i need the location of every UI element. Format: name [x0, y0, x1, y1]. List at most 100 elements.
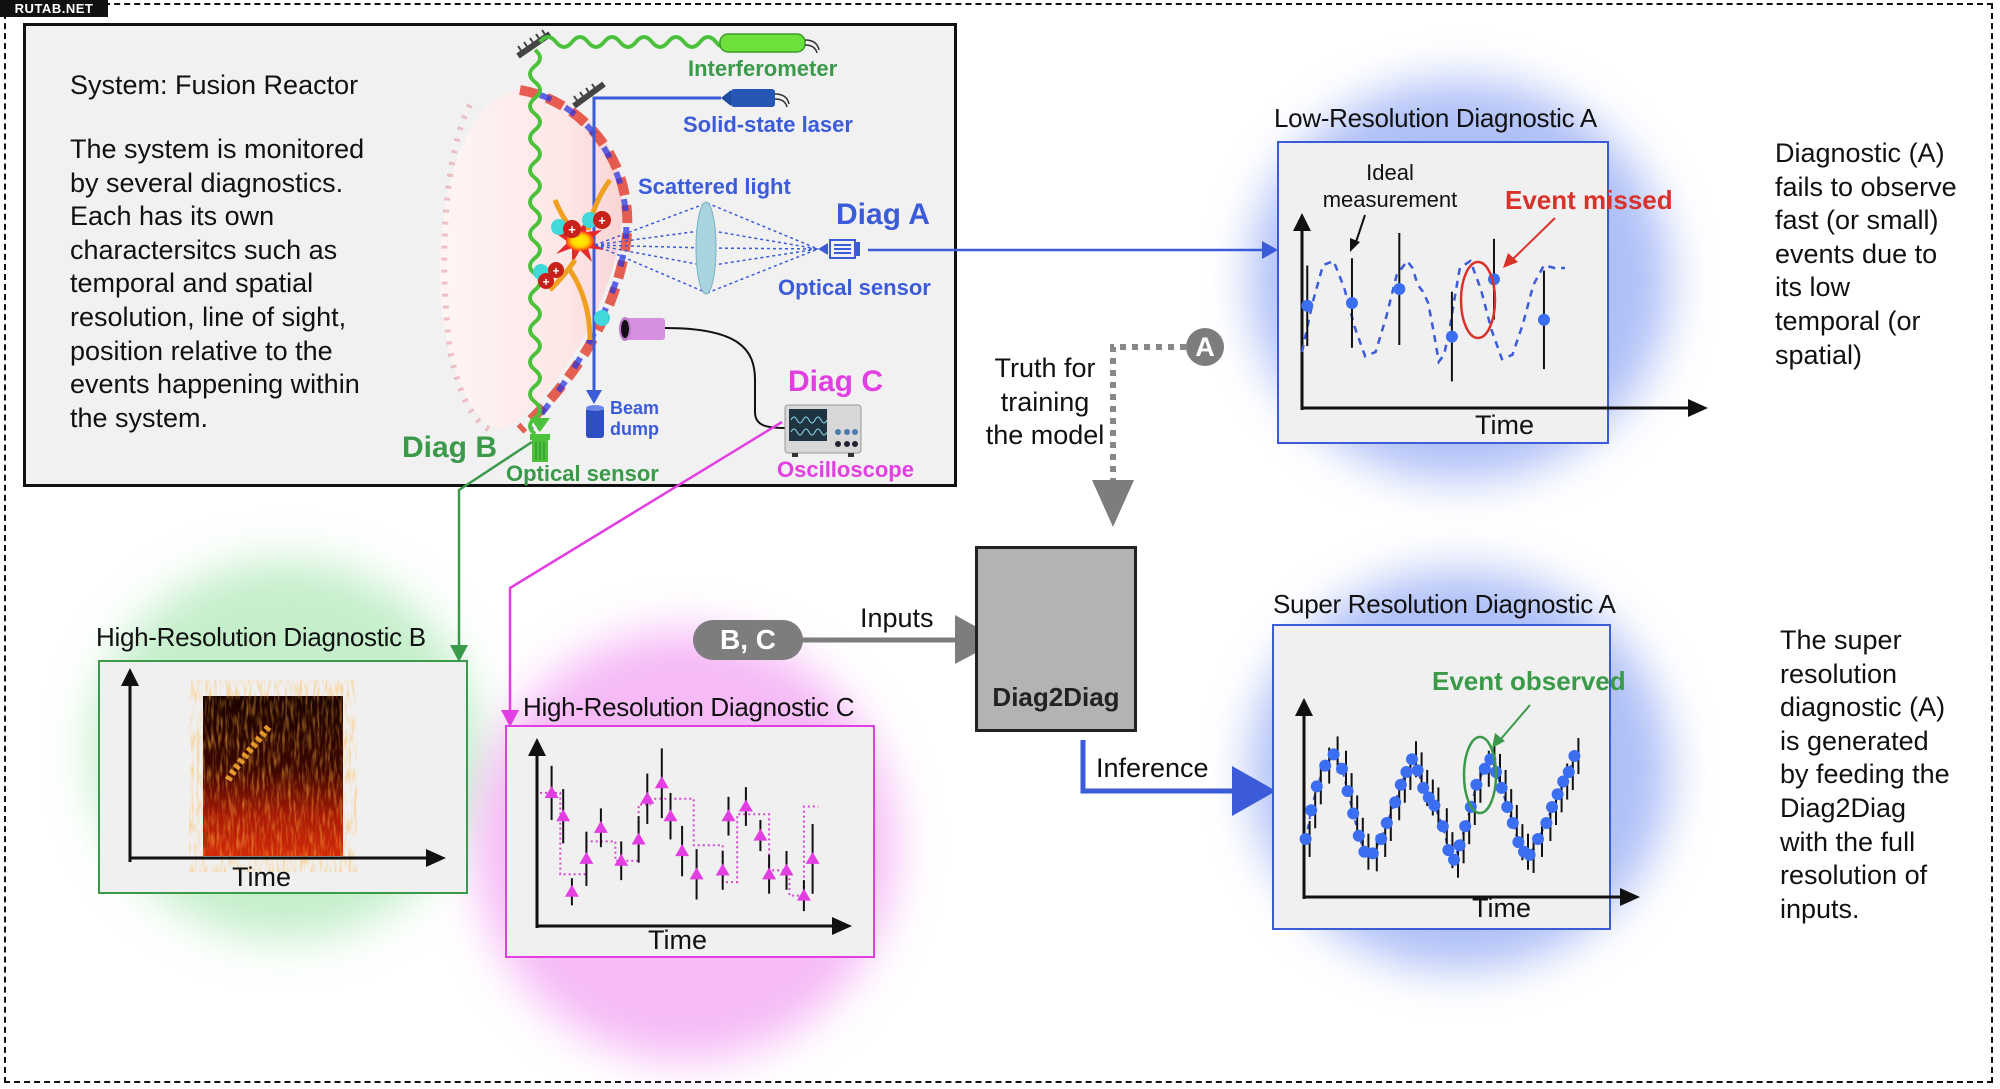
inference-arrow-line [1080, 740, 1232, 794]
laser-label: Solid-state laser [683, 112, 853, 137]
camera-icon [619, 317, 665, 341]
super-res-point [1501, 801, 1514, 814]
high-res-c-point [544, 785, 559, 798]
diag-b-label: Diag B [402, 431, 498, 464]
interferometer-device-icon [719, 33, 820, 54]
laser-beam [592, 96, 721, 395]
torus-stripes-left [441, 103, 497, 435]
event-missed-ellipse [1459, 260, 1497, 340]
low-res-point [1301, 299, 1314, 312]
inference-label: Inference [1096, 753, 1209, 783]
high-res-c-point [738, 799, 753, 812]
super-res-point [1478, 762, 1491, 775]
ideal-measurement-line [1300, 258, 1565, 365]
torus-edge-blue [527, 92, 630, 430]
ideal-arrow-line [1354, 214, 1366, 246]
high-res-c-xlabel: Time [648, 925, 707, 955]
low-res-point [1445, 330, 1458, 343]
high-res-c-point [593, 820, 608, 833]
high-res-c-point [675, 844, 690, 857]
diag-c-label: Diag C [788, 365, 884, 398]
beam-dump-label-line1: Beam [610, 398, 660, 418]
high-res-c-point [663, 809, 678, 822]
super-res-point [1470, 778, 1483, 791]
event-observed-arrow-line [1499, 704, 1531, 741]
high-res-c-point [640, 791, 655, 804]
super-res-point [1495, 781, 1508, 794]
system-title: System: Fusion Reactor [70, 70, 359, 100]
laser-device-icon [721, 89, 790, 108]
high-res-c-title: High-Resolution Diagnostic C [523, 692, 855, 722]
diag-a-label: Diag A [836, 198, 930, 231]
high-res-c-point [631, 832, 646, 845]
optical-sensor-a-icon [818, 239, 860, 259]
low-res-x-arrow [1688, 399, 1708, 417]
ideal-label-line1: Ideal [1366, 160, 1414, 185]
optical-sensor-b-icon [530, 434, 550, 462]
inputs-bc-badge: B, C [693, 620, 803, 660]
svg-text:+: + [542, 275, 549, 289]
beam-dump-label-line2: dump [610, 419, 659, 439]
high-res-c-point [654, 776, 669, 789]
super-res-side-text: The super resolution diagnostic (A) is g… [1780, 625, 1950, 924]
outer-dashed-frame [4, 3, 1993, 1083]
event-observed-arrowhead [1492, 733, 1505, 748]
super-res-point [1305, 804, 1318, 817]
high-res-c-point [779, 863, 794, 876]
optical-sensor-b-arrowhead [530, 418, 550, 432]
super-res-point [1375, 832, 1388, 845]
diag-a-arrowhead [1262, 241, 1278, 259]
super-res-point [1406, 753, 1418, 766]
diag-c-arrowhead [501, 710, 519, 727]
high-res-c-point [796, 888, 811, 901]
super-res-point [1366, 847, 1379, 860]
high-res-b-y-arrow [121, 668, 139, 686]
diag-c-connector [508, 420, 783, 712]
event-missed-label: Event missed [1505, 185, 1673, 215]
super-res-x-arrow [1620, 888, 1640, 906]
super-res-point [1532, 832, 1544, 845]
camera-cable [664, 327, 786, 429]
low-res-side-text: Diagnostic (A) fails to observe fast (or… [1775, 138, 1957, 370]
spectrogram-texture [203, 696, 343, 856]
super-res-point [1523, 848, 1536, 861]
diag-b-arrowhead [450, 645, 468, 662]
diag2diag-model-box: Diag2Diag [975, 546, 1137, 732]
super-res-point [1568, 750, 1581, 763]
event-observed-ellipse [1462, 735, 1498, 815]
super-res-point [1459, 820, 1472, 833]
low-res-point [1345, 297, 1358, 309]
high-res-b-x-arrow [426, 849, 446, 867]
high-res-c-point [721, 809, 736, 822]
low-res-xlabel: Time [1475, 410, 1534, 440]
super-res-point [1380, 817, 1393, 830]
system-description: The system is monitored by several diagn… [70, 134, 365, 433]
super-res-point [1347, 807, 1360, 820]
super-res-point [1299, 832, 1312, 845]
super-res-point [1506, 817, 1519, 830]
lens-icon [695, 201, 717, 295]
svg-text:+: + [568, 222, 576, 237]
optical-sensor-a-label: Optical sensor [778, 275, 931, 300]
diag-b-connector [457, 440, 533, 648]
low-res-point [1537, 313, 1550, 326]
oscilloscope-label: Oscilloscope [777, 457, 914, 482]
super-res-point [1448, 853, 1460, 866]
inputs-label: Inputs [860, 603, 934, 633]
scattered-light-label: Scattered light [638, 174, 791, 199]
super-res-point [1540, 817, 1553, 830]
particles-icon: + + + + [533, 178, 613, 341]
super-res-point [1442, 844, 1455, 857]
high-res-b-xlabel: Time [232, 862, 291, 892]
high-res-c-point [753, 828, 768, 841]
svg-text:+: + [598, 213, 606, 228]
event-missed-arrow-line [1511, 217, 1556, 261]
low-res-panel [1277, 141, 1609, 444]
beam-dump-icon [586, 405, 604, 438]
high-res-c-point [715, 863, 730, 876]
super-res-point [1336, 762, 1348, 775]
super-res-point [1394, 778, 1407, 791]
